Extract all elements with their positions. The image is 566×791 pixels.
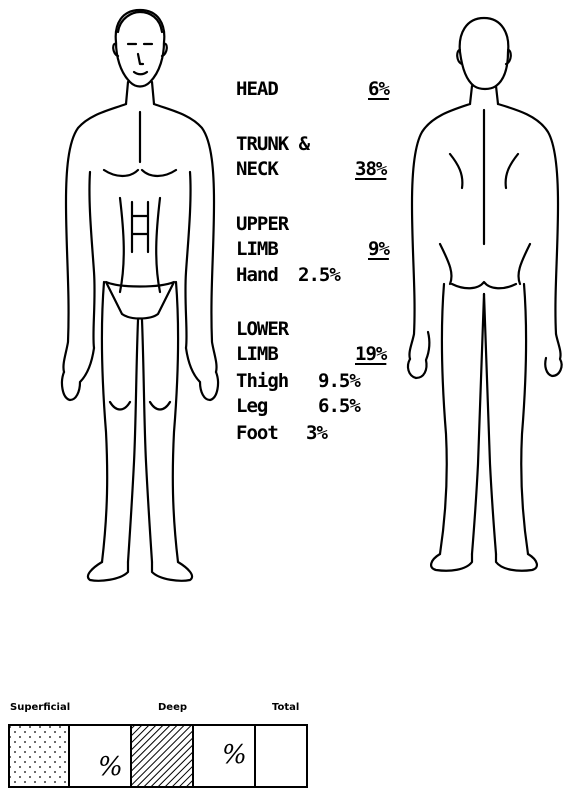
total-value-box [255, 725, 307, 787]
legend-deep-label: Deep [158, 702, 187, 713]
trunk-label-line2: NECK [236, 160, 278, 179]
legend-superficial-label: Superficial [10, 702, 70, 713]
trunk-label-line1: TRUNK & [236, 135, 309, 154]
foot-percent: 3% [306, 424, 327, 443]
head-label: HEAD [236, 80, 278, 99]
thigh-percent: 9.5% [318, 372, 360, 391]
hand-label: Hand [236, 266, 278, 285]
head-percent: 6% [368, 80, 389, 99]
foot-label: Foot [236, 424, 278, 443]
leg-label: Leg [236, 397, 267, 416]
upper-limb-percent: 9% [368, 240, 389, 259]
legend-total-label: Total [272, 702, 299, 713]
back-body-figure [400, 14, 566, 579]
lower-limb-percent: 19% [355, 345, 386, 364]
thigh-label: Thigh [236, 372, 288, 391]
lower-limb-label-line1: LOWER [236, 320, 288, 339]
upper-limb-label-line1: UPPER [236, 215, 288, 234]
trunk-percent: 38% [355, 160, 386, 179]
burn-depth-legend [8, 724, 308, 790]
leg-percent: 6.5% [318, 397, 360, 416]
hand-percent: 2.5% [298, 266, 340, 285]
superficial-percent-sign: % [98, 752, 123, 782]
upper-limb-label-line2: LIMB [236, 240, 278, 259]
deep-percent-sign: % [222, 740, 247, 770]
superficial-swatch [9, 725, 69, 787]
deep-swatch [131, 725, 193, 787]
front-body-figure [40, 2, 240, 592]
lower-limb-label-line2: LIMB [236, 345, 278, 364]
